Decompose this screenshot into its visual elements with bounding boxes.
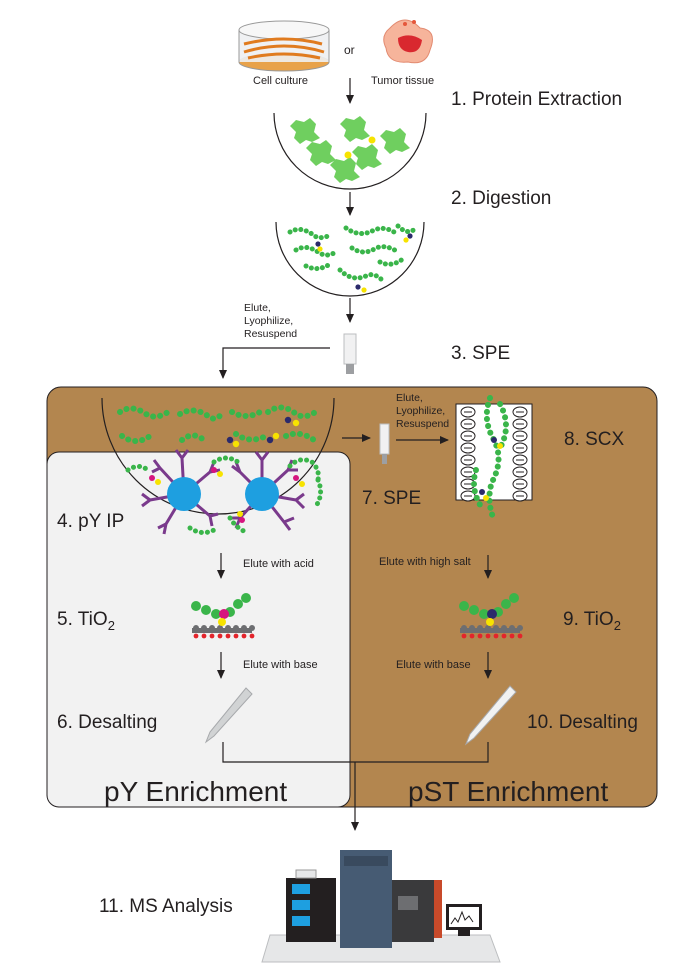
step-2-label: 2. Digestion: [451, 188, 552, 209]
spe7-cartridge-icon: [379, 423, 390, 464]
step-9-label: 9. TiO2: [563, 609, 621, 633]
step-3-label: 3. SPE: [451, 343, 511, 364]
step-1-label: 1. Protein Extraction: [451, 89, 623, 110]
step-7-label: 7. SPE: [362, 488, 422, 509]
tio2-left-icon: [191, 593, 255, 639]
elute-base-right-label: Elute with base: [396, 659, 471, 671]
spe-cartridge-icon: [343, 333, 357, 374]
tumor-tissue-label: Tumor tissue: [371, 75, 435, 87]
py-enrichment-title: pY Enrichment: [104, 776, 288, 807]
elute-acid-label: Elute with acid: [243, 558, 314, 570]
desalting-tip-left-icon: [204, 687, 253, 744]
scx-column-icon: [455, 395, 533, 523]
step-10-label: 10. Desalting: [527, 712, 638, 733]
digestion-bowl: [275, 221, 425, 297]
elute-base-left-label: Elute with base: [243, 659, 318, 671]
cell-culture-label: Cell culture: [253, 75, 309, 87]
step-6-label: 6. Desalting: [57, 712, 158, 733]
elute-lyophilize-label-2: Elute, Lyophilize, Resuspend: [396, 392, 450, 431]
py-ip-beads: [125, 449, 324, 536]
cell-culture-dish-icon: [238, 20, 330, 72]
protein-extraction-bowl: [273, 112, 427, 190]
step-8-label: 8. SCX: [564, 429, 625, 450]
desalting-tip-right-icon: [464, 685, 517, 746]
elute-lyophilize-label-1: Elute, Lyophilize, Resuspend: [244, 302, 298, 341]
step-5-label: 5. TiO2: [57, 609, 115, 633]
step-4-label: 4. pY IP: [57, 511, 125, 532]
peptide-mixture-bowl: [101, 397, 335, 515]
or-label: or: [344, 43, 355, 57]
elute-high-salt-label: Elute with high salt: [379, 556, 471, 568]
tumor-tissue-icon: [383, 19, 433, 64]
tio2-right-icon: [459, 593, 523, 639]
step-11-label: 11. MS Analysis: [99, 896, 233, 917]
ms-instrument-icon: [261, 850, 501, 963]
arrow-spe-to-panel: [219, 347, 330, 379]
pst-enrichment-title: pST Enrichment: [408, 776, 609, 807]
